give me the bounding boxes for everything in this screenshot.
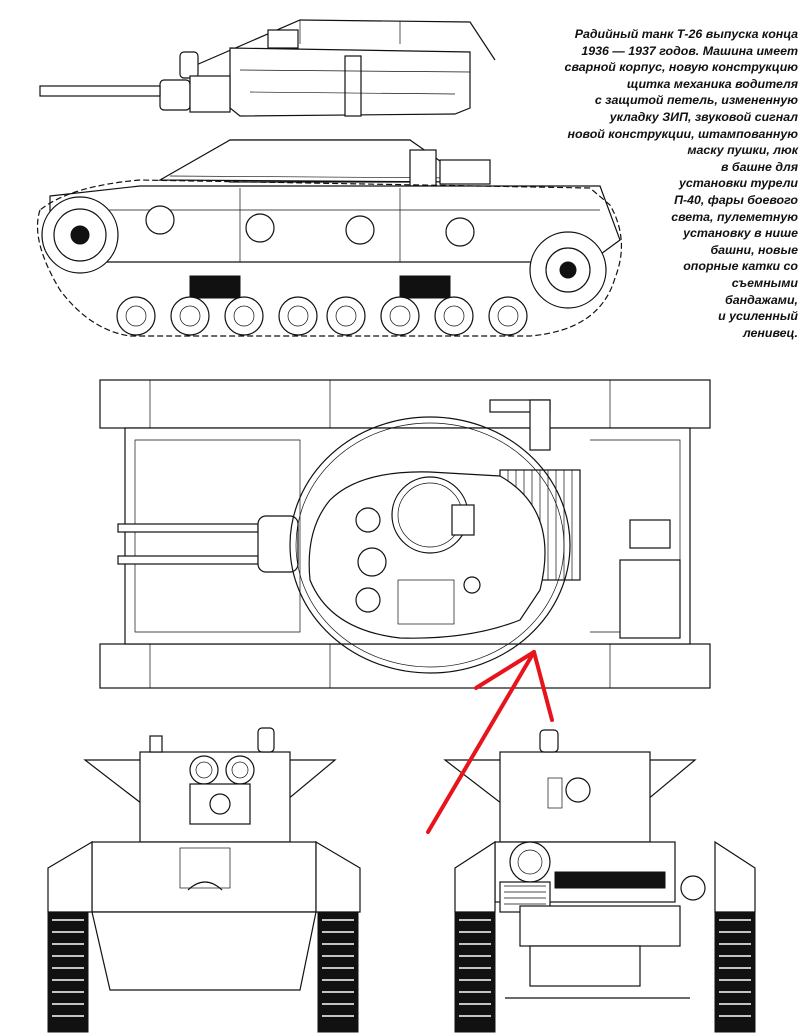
caption-line: П-40, фары боевого: [674, 192, 798, 207]
side-view: [36, 19, 623, 337]
front-tracks: [47, 911, 359, 1033]
caption-line: Радийный танк Т-26 выпуска конца: [574, 27, 798, 41]
caption-line: в башне для: [721, 159, 798, 174]
caption-line: щитка механика водителя: [626, 76, 798, 91]
caption-line: опорные катки со: [683, 259, 798, 274]
caption-line: ленивец.: [742, 325, 798, 340]
caption-line: съемными: [731, 275, 798, 290]
caption-line: сварной корпус, новую конструкцию: [564, 60, 798, 75]
caption-line: установку в нише: [683, 226, 798, 241]
top-view: [99, 379, 711, 689]
caption-line: башни, новые: [710, 242, 798, 257]
rear-view: [443, 729, 756, 1033]
annotation-arrow: [426, 650, 554, 834]
caption-line: бандажами,: [725, 292, 798, 307]
caption-line: света, пулеметную: [671, 209, 798, 224]
caption-line: установки турели: [678, 176, 798, 191]
road-wheels: [116, 296, 528, 336]
caption-line: с защитой петель, измененную: [594, 93, 798, 108]
front-view: [47, 727, 361, 1033]
caption-line: укладку ЗИП, звуковой сигнал: [609, 109, 798, 124]
caption-line: новой конструкции, штампованную: [567, 126, 798, 141]
caption-line: 1936 — 1937 годов. Машина имеет: [581, 43, 798, 58]
caption-line: маску пушки, люк: [687, 143, 798, 158]
caption-line: и усиленный: [718, 309, 798, 324]
caption: Радийный танк Т-26 выпуска конца 1936 — 1…: [530, 26, 798, 341]
